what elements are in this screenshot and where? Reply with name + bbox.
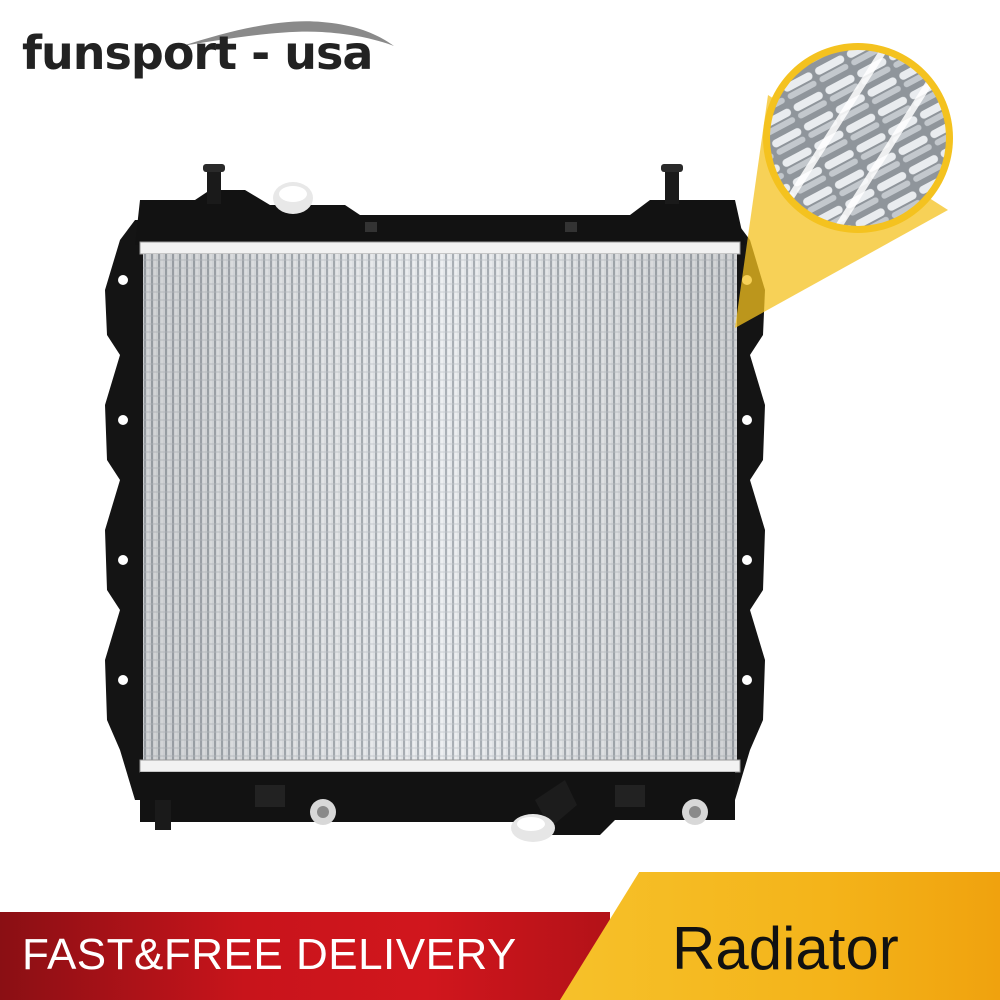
delivery-label: FAST&FREE DELIVERY <box>22 930 517 979</box>
fin-detail-callout <box>735 43 953 328</box>
radiator-image <box>105 164 765 842</box>
bottom-tank <box>140 772 735 842</box>
product-ribbon <box>560 872 1000 1000</box>
left-bracket <box>105 220 150 800</box>
top-tank <box>135 164 745 245</box>
brand-name: funsport - usa <box>22 26 373 80</box>
brand-logo: funsport - usa <box>22 12 402 92</box>
delivery-ribbon <box>0 912 610 1000</box>
radiator-core <box>139 241 741 773</box>
promo-banner: FAST&FREE DELIVERY Radiator <box>0 872 1000 1000</box>
product-name-label: Radiator <box>672 915 899 982</box>
swoosh-icon <box>182 21 394 46</box>
